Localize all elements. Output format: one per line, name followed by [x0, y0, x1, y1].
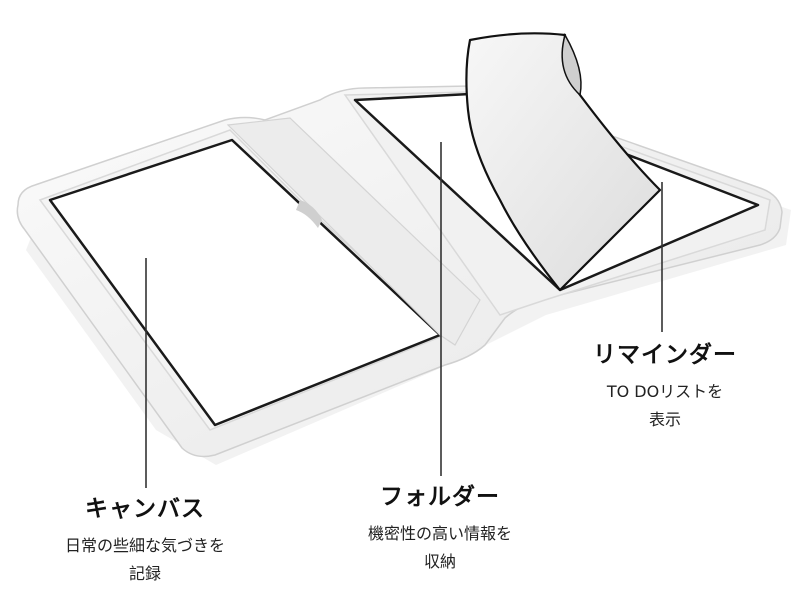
folder-desc-line1: 機密性の高い情報を: [367, 524, 512, 543]
callout-canvas: キャンバス 日常の些細な気づきを 記録: [20, 494, 270, 588]
callout-folder: フォルダー 機密性の高い情報を 収納: [320, 482, 560, 576]
canvas-desc-line1: 日常の些細な気づきを: [64, 536, 225, 555]
reminder-desc-line1: TO DOリストを: [606, 382, 724, 401]
folder-sheet-curl: [561, 33, 582, 97]
canvas-desc-line2: 記録: [128, 564, 161, 583]
folder-title: フォルダー: [380, 484, 500, 510]
spine-slot: [296, 200, 322, 228]
spine: [226, 117, 481, 346]
reminder-description: TO DOリストを 表示: [565, 378, 765, 434]
canvas-title: キャンバス: [85, 496, 205, 522]
reminder-desc-line2: 表示: [648, 410, 681, 429]
reminder-title: リマインダー: [593, 342, 737, 368]
folder-desc-line2: 収納: [423, 552, 456, 571]
folder-description: 機密性の高い情報を 収納: [320, 520, 560, 576]
callout-reminder: リマインダー TO DOリストを 表示: [565, 340, 765, 434]
canvas-description: 日常の些細な気づきを 記録: [20, 532, 270, 588]
